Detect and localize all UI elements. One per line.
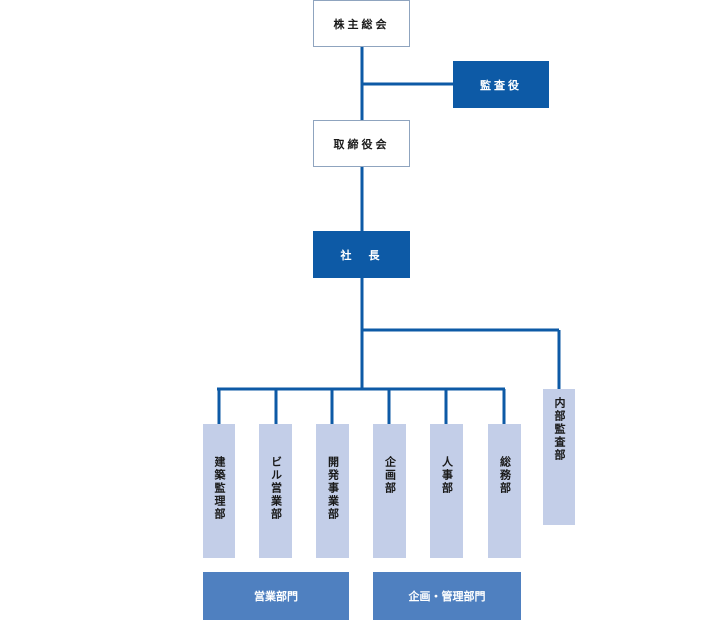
department-label: 開発事業部 bbox=[326, 456, 340, 521]
board-of-directors-box: 取締役会 bbox=[313, 120, 410, 167]
department-label: ビル営業部 bbox=[269, 456, 283, 521]
shareholders-meeting-label: 株主総会 bbox=[333, 17, 390, 31]
president-label: 社 長 bbox=[340, 248, 383, 262]
president-box: 社 長 bbox=[313, 231, 410, 278]
department-box-general-affairs: 総務部 bbox=[488, 424, 521, 558]
internal-audit-label: 内部監査部 bbox=[553, 397, 566, 462]
department-box-planning: 企画部 bbox=[373, 424, 406, 558]
department-box-development: 開発事業部 bbox=[316, 424, 349, 558]
department-label: 総務部 bbox=[498, 456, 512, 495]
planning-management-division-label: 企画・管理部門 bbox=[408, 590, 486, 603]
department-box-building-sales: ビル営業部 bbox=[259, 424, 292, 558]
department-label: 建築監理部 bbox=[213, 456, 226, 521]
department-box-human-resources: 人事部 bbox=[430, 424, 463, 558]
sales-division-label: 営業部門 bbox=[254, 590, 298, 603]
department-box-architecture-supervision: 建築監理部 bbox=[203, 424, 235, 558]
board-of-directors-label: 取締役会 bbox=[333, 137, 390, 151]
department-label: 企画部 bbox=[383, 456, 397, 495]
shareholders-meeting-box: 株主総会 bbox=[313, 0, 410, 47]
auditor-box: 監査役 bbox=[453, 61, 549, 108]
department-label: 人事部 bbox=[440, 456, 454, 495]
auditor-label: 監査役 bbox=[480, 78, 522, 92]
sales-division-box: 営業部門 bbox=[203, 572, 349, 620]
planning-management-division-box: 企画・管理部門 bbox=[373, 572, 521, 620]
internal-audit-box: 内部監査部 bbox=[543, 389, 575, 525]
